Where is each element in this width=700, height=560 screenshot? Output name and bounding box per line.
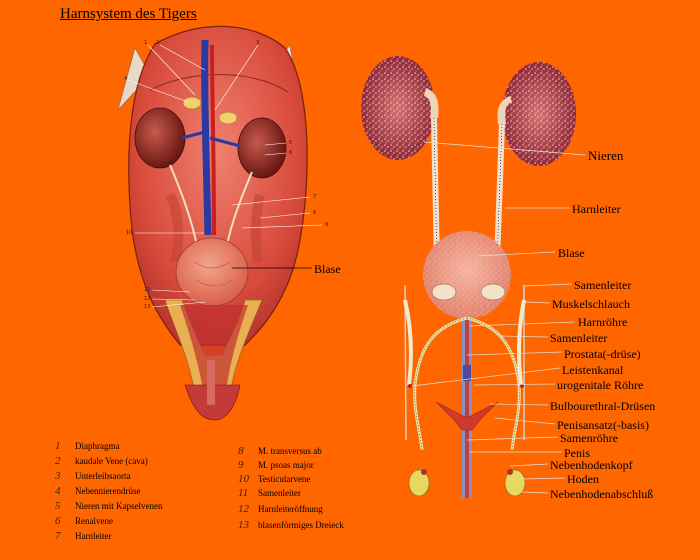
label-prostata: Prostata(-drüse) [564, 347, 641, 361]
label-muskelschlauch: Muskelschlauch [552, 297, 630, 311]
marker-5: 5 [289, 140, 293, 146]
label-urogenitale-roehre: urogenitale Röhre [557, 378, 644, 392]
marker-13: 13 [144, 304, 151, 310]
label-hoden: Hoden [567, 472, 599, 486]
tiger-abdomen-illustration [117, 25, 323, 421]
label-samenroehre: Samenröhre [560, 431, 618, 445]
label-samenleiter-2: Samenleiter [550, 331, 608, 345]
label-bulbourethral: Bulbourethral-Drüsen [550, 399, 656, 413]
marker-4: 4 [124, 76, 128, 82]
marker-11: 11 [144, 287, 151, 293]
marker-10: 10 [126, 230, 133, 236]
label-harnleiter: Harnleiter [572, 202, 621, 216]
marker-2: 2 [156, 40, 160, 46]
label-blase: Blase [558, 246, 585, 260]
label-nieren: Nieren [588, 148, 624, 163]
label-penisansatz: Penisansatz(-basis) [557, 418, 649, 432]
page-title: Harnsystem des Tigers [60, 6, 197, 22]
marker-1: 1 [144, 40, 148, 46]
label-harnroehre: Harnröhre [578, 315, 628, 329]
label-nebenhodenabschluss: Nebenhodenabschluß [550, 487, 654, 501]
label-leistenkanal: Leistenkanal [562, 363, 624, 377]
label-samenleiter-1: Samenleiter [574, 278, 632, 292]
marker-9: 9 [325, 222, 329, 228]
marker-3: 3 [256, 40, 260, 46]
marker-12: 12 [144, 296, 151, 302]
marker-6: 6 [289, 150, 293, 156]
urinary-system-schematic [361, 56, 586, 498]
label-nebenhodenkopf: Nebenhodenkopf [550, 458, 633, 472]
label-blase-left: Blase [314, 262, 341, 276]
label-penis: Penis [564, 446, 591, 460]
marker-7: 7 [313, 194, 317, 200]
marker-8: 8 [313, 210, 317, 216]
